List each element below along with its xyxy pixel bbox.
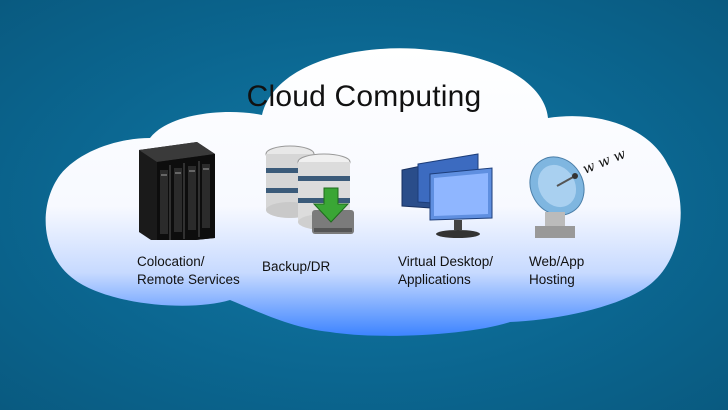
service-web-hosting: w w w Web/App Hosting <box>529 140 669 287</box>
service-virtual-desktop: Virtual Desktop/ Applications <box>398 140 538 287</box>
satellite-dish-icon: w w w <box>529 140 669 245</box>
service-backup: Backup/DR <box>262 140 402 274</box>
diagram-title: Cloud Computing <box>246 80 482 113</box>
www-text: w w w <box>581 146 629 178</box>
service-label: Web/App Hosting <box>529 254 585 287</box>
server-rack-icon <box>137 140 277 245</box>
service-label: Backup/DR <box>262 259 331 274</box>
service-colocation: Colocation/ Remote Services <box>137 140 277 287</box>
database-download-icon <box>262 140 402 245</box>
monitors-icon <box>398 140 538 245</box>
service-label: Colocation/ Remote Services <box>137 254 240 287</box>
service-label: Virtual Desktop/ Applications <box>398 254 494 287</box>
